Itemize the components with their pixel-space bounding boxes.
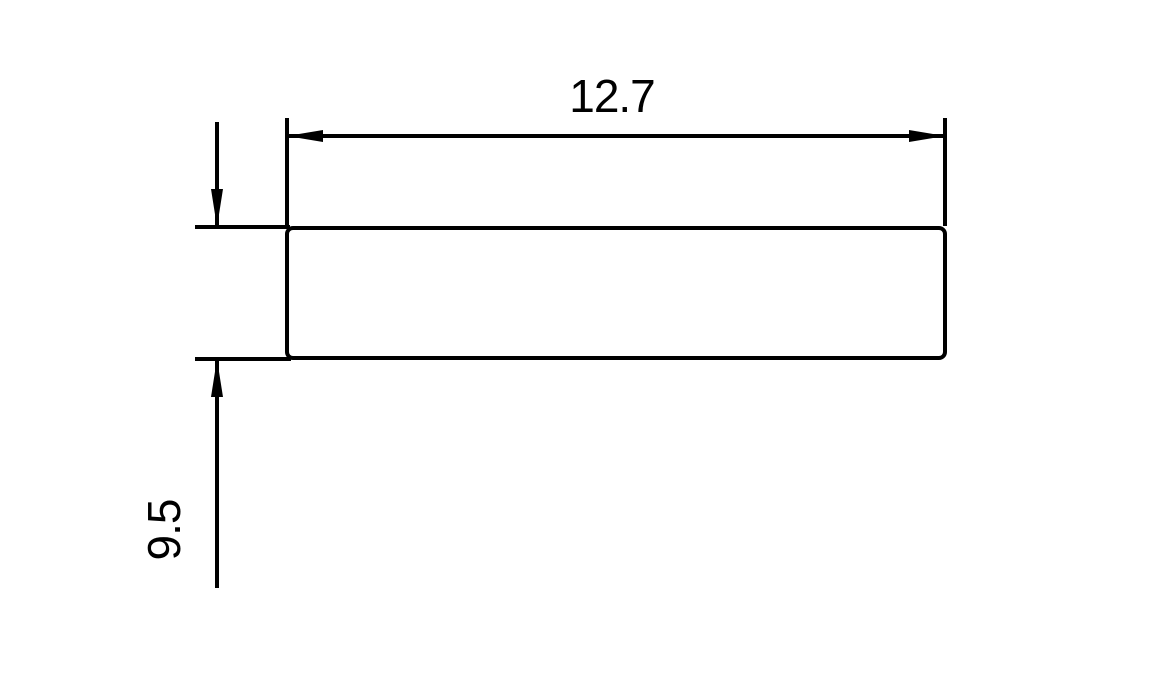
- height-lower-arrowhead: [211, 359, 223, 397]
- width-left-arrowhead: [287, 130, 323, 142]
- width-right-arrowhead: [909, 130, 945, 142]
- width-dimension-group: 12.7: [285, 70, 947, 226]
- width-dimension-label: 12.7: [569, 70, 655, 122]
- part-outline-rectangle: [285, 226, 947, 360]
- height-dimension-group: 9.5: [138, 122, 291, 588]
- height-upper-arrowhead: [211, 189, 223, 227]
- height-dimension-label: 9.5: [138, 500, 190, 561]
